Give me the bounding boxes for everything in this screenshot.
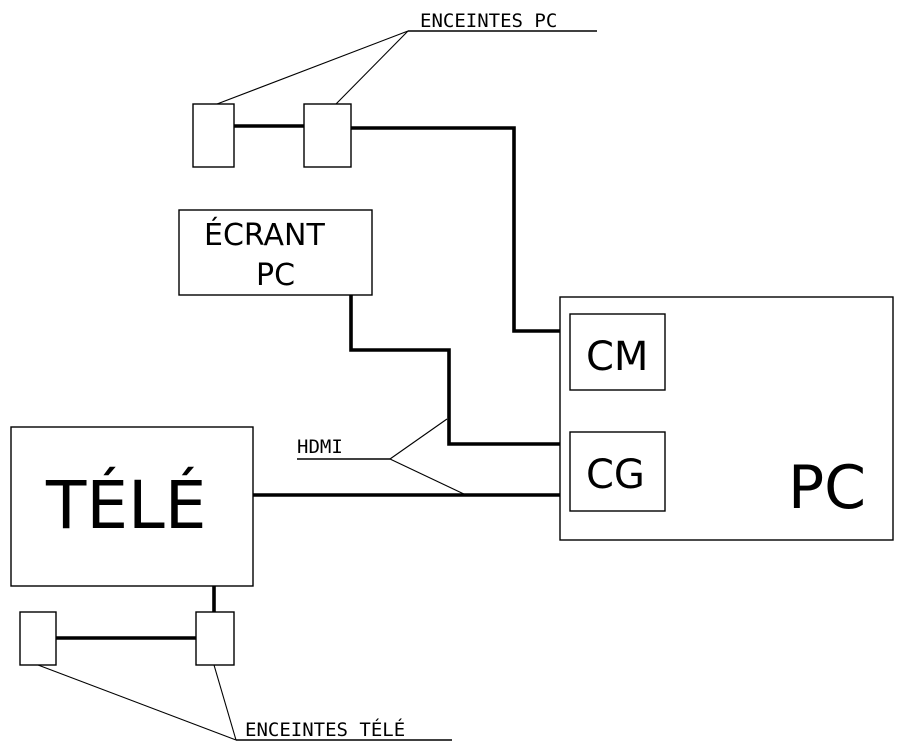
pc-speakers-leader-right bbox=[335, 30, 409, 105]
pc-speaker-right bbox=[303, 103, 352, 168]
pc-speaker-left bbox=[192, 103, 235, 168]
tv-speakers-leader-left bbox=[37, 664, 237, 741]
pc-screen-label-line2: PC bbox=[256, 258, 295, 293]
sound-card-label: CM bbox=[586, 334, 648, 380]
graphics-card-label: CG bbox=[586, 452, 645, 498]
tv-speaker-left bbox=[19, 611, 57, 666]
audio-cable bbox=[351, 126, 570, 333]
pc-screen-box bbox=[178, 209, 373, 296]
tv-speaker-right bbox=[195, 611, 235, 666]
hdmi-label: HDMI bbox=[297, 436, 343, 458]
screen-cable bbox=[349, 295, 570, 446]
graphics-card-box bbox=[569, 431, 666, 512]
tv-label: TÉLÉ bbox=[45, 466, 207, 544]
tv-speakers-leader-right bbox=[213, 664, 237, 741]
pc-label: PC bbox=[788, 453, 866, 523]
tv-box bbox=[10, 426, 254, 587]
pc-speakers-leader-left bbox=[216, 30, 409, 105]
sound-card-box bbox=[569, 313, 666, 391]
pc-speakers-label: ENCEINTES PC bbox=[420, 10, 557, 32]
hdmi-leader-lower bbox=[389, 458, 467, 496]
pc-screen-label-line1: ÉCRANT bbox=[204, 217, 325, 253]
tv-speakers-label: ENCEINTES TÉLÉ bbox=[245, 718, 405, 741]
hdmi-leader-upper bbox=[389, 418, 448, 460]
